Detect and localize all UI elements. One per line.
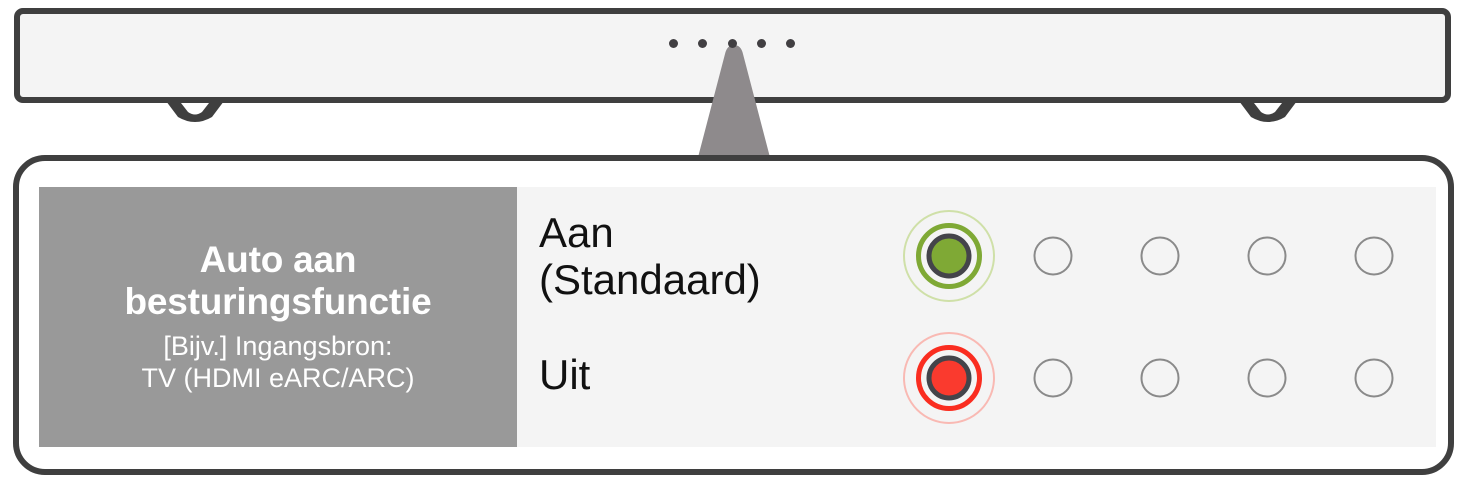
lamp-halo-ring-off: [903, 332, 995, 424]
lamp-halo-ring-on: [903, 210, 995, 302]
lamp-indicator-off-empty-1: [1033, 358, 1072, 398]
lamp-indicator-off-empty-2: [1140, 358, 1179, 398]
option-row-on[interactable]: Aan (Standaard): [517, 201, 1436, 311]
lamp-mid-ring-on: [916, 223, 982, 289]
lamp-indicator-on-empty-4: [1354, 236, 1393, 276]
lamp-indicator-on-empty-3: [1247, 236, 1286, 276]
lamp-slot-off-4[interactable]: [1213, 323, 1320, 433]
soundbar-dot-5: [786, 38, 795, 48]
soundbar-dot-1: [669, 38, 678, 48]
lamp-slot-off-2[interactable]: [999, 323, 1106, 433]
lamp-indicator-off-empty-4: [1354, 358, 1393, 398]
lamp-slot-on-1[interactable]: [899, 201, 999, 311]
lamp-slot-off-1[interactable]: [899, 323, 999, 433]
lamp-strip-on: [899, 201, 1427, 311]
setting-label-panel: Auto aan besturingsfunctie [Bijv.] Ingan…: [39, 187, 517, 447]
card-inner: Auto aan besturingsfunctie [Bijv.] Ingan…: [39, 187, 1436, 447]
soundbar-dot-4: [756, 38, 766, 48]
option-label-off: Uit: [539, 351, 591, 398]
soundbar-dot-3: [727, 38, 737, 48]
lamp-indicator-on-empty-1: [1033, 236, 1072, 276]
lamp-slot-on-4[interactable]: [1213, 201, 1320, 311]
lamp-core-on: [926, 233, 972, 279]
soundbar-foot-right-icon: [1239, 101, 1297, 123]
lamp-mid-ring-off: [916, 345, 982, 411]
soundbar-foot-left-icon: [166, 101, 224, 123]
lamp-slot-on-2[interactable]: [999, 201, 1106, 311]
setting-title: Auto aan besturingsfunctie: [124, 239, 432, 322]
lamp-slot-on-5[interactable]: [1320, 201, 1427, 311]
settings-card: Auto aan besturingsfunctie [Bijv.] Ingan…: [13, 155, 1454, 475]
options-area: Aan (Standaard): [517, 187, 1436, 447]
soundbar-indicator-dots: [669, 37, 795, 49]
lamp-slot-on-3[interactable]: [1106, 201, 1213, 311]
lamp-indicator-on-active: [902, 209, 996, 303]
lamp-indicator-on-empty-2: [1140, 236, 1179, 276]
beam-cone-pointer-icon: [688, 45, 780, 165]
setting-subtitle-line-2: TV (HDMI eARC/ARC): [141, 362, 415, 393]
lamp-indicator-off-active: [902, 331, 996, 425]
soundbar-dot-2: [698, 38, 708, 48]
lamp-indicator-off-empty-3: [1247, 358, 1286, 398]
lamp-core-off: [926, 355, 972, 401]
lamp-slot-off-5[interactable]: [1320, 323, 1427, 433]
setting-subtitle-line-1: [Bijv.] Ingangsbron:: [163, 331, 393, 362]
setting-subtitle: [Bijv.] Ingangsbron: TV (HDMI eARC/ARC): [141, 331, 414, 395]
option-row-off[interactable]: Uit: [517, 323, 1436, 433]
lamp-slot-off-3[interactable]: [1106, 323, 1213, 433]
option-label-on: Aan (Standaard): [539, 209, 761, 304]
lamp-strip-off: [899, 323, 1427, 433]
